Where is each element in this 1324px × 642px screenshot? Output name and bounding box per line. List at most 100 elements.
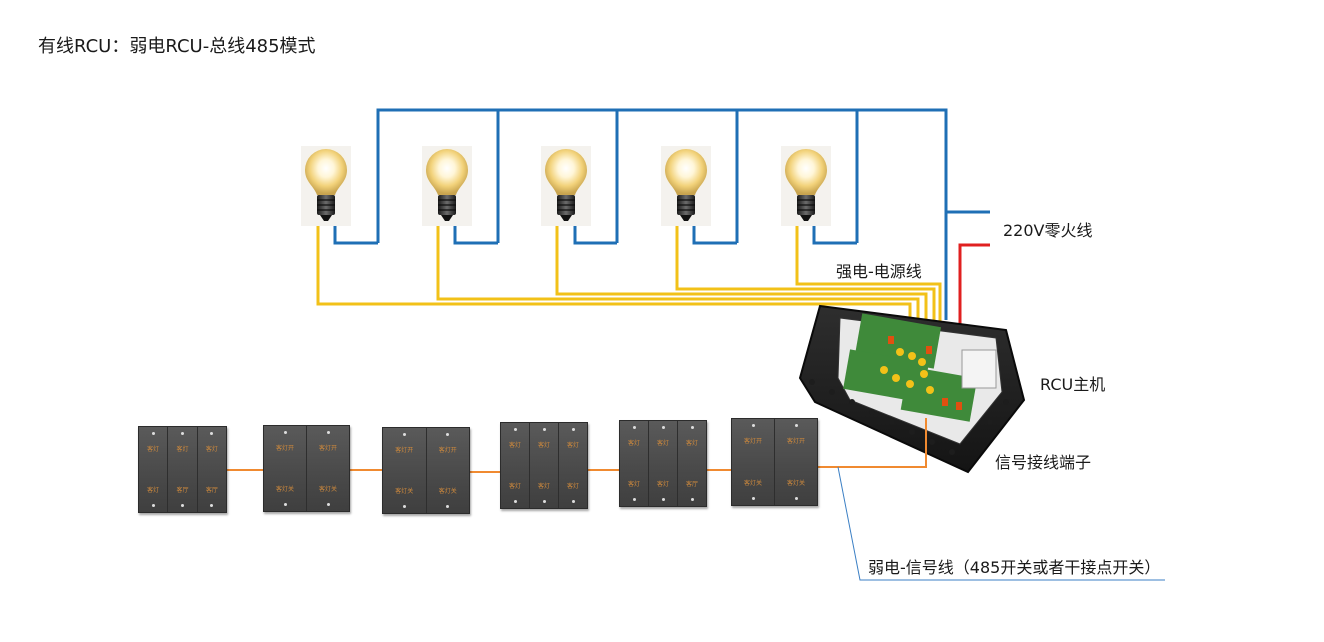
switch-panel: 客灯客灯客灯客灯客灯客灯 <box>500 422 588 509</box>
switch-key-bottom-label: 客厅 <box>205 487 218 494</box>
switch-key-top-label: 客灯 <box>537 442 550 449</box>
power-line-label: 220V零火线 <box>1003 221 1093 240</box>
indicator-dot <box>632 498 636 501</box>
switch-key[interactable]: 客灯客厅 <box>678 421 706 506</box>
indicator-dot <box>513 500 517 503</box>
switch-panel: 客灯开客灯关客灯开客灯关 <box>263 425 350 512</box>
switch-key[interactable]: 客灯客厅 <box>198 427 226 512</box>
indicator-dot <box>283 431 287 434</box>
switch-key-bottom-label: 客灯关 <box>395 488 414 495</box>
indicator-dot <box>210 504 214 507</box>
indicator-dot <box>751 424 755 427</box>
switch-key-bottom-label: 客灯 <box>508 483 521 490</box>
switch-key-top-label: 客灯开 <box>275 445 294 452</box>
indicator-dot <box>402 505 406 508</box>
switch-key-bottom-label: 客灯关 <box>275 486 294 493</box>
switch-key-top-label: 客灯开 <box>786 438 805 445</box>
switch-key[interactable]: 客灯客灯 <box>501 423 530 508</box>
indicator-dot <box>794 497 798 500</box>
switch-key-bottom-label: 客灯 <box>656 481 669 488</box>
indicator-dot <box>632 426 636 429</box>
switch-key-top-label: 客灯开 <box>318 445 337 452</box>
switch-panel: 客灯开客灯关客灯开客灯关 <box>382 427 470 514</box>
indicator-dot <box>751 497 755 500</box>
switch-key-top-label: 客灯 <box>176 446 189 453</box>
switch-key-bottom-label: 客厅 <box>176 487 189 494</box>
indicator-dot <box>661 498 665 501</box>
indicator-dot <box>542 428 546 431</box>
switch-key[interactable]: 客灯客灯 <box>620 421 649 506</box>
switch-key-top-label: 客灯 <box>205 446 218 453</box>
switch-key-bottom-label: 客灯关 <box>743 480 762 487</box>
indicator-dot <box>513 428 517 431</box>
switch-panel: 客灯客灯客灯客灯客灯客厅 <box>619 420 707 507</box>
switch-key-top-label: 客灯 <box>685 440 698 447</box>
indicator-dot <box>690 498 694 501</box>
blue-bus <box>376 108 948 320</box>
switch-key[interactable]: 客灯开客灯关 <box>732 419 775 505</box>
switch-key-top-label: 客灯开 <box>743 438 762 445</box>
light-bulb-icon <box>301 146 351 226</box>
light-bulb-icon <box>781 146 831 226</box>
weak-signal-label: 弱电-信号线（485开关或者干接点开关） <box>868 558 1161 577</box>
switch-key[interactable]: 客灯开客灯关 <box>775 419 817 505</box>
switch-key-bottom-label: 客灯 <box>627 481 640 488</box>
indicator-dot <box>690 426 694 429</box>
switch-key[interactable]: 客灯开客灯关 <box>264 426 307 511</box>
indicator-dot <box>210 432 214 435</box>
indicator-dot <box>402 433 406 436</box>
live-wire <box>958 243 990 338</box>
switch-key-bottom-label: 客灯关 <box>438 488 457 495</box>
indicator-dot <box>446 505 450 508</box>
switch-key-top-label: 客灯 <box>566 442 579 449</box>
light-bulb-icon <box>422 146 472 226</box>
switch-key-top-label: 客灯 <box>627 440 640 447</box>
switch-key[interactable]: 客灯客灯 <box>530 423 559 508</box>
switch-key[interactable]: 客灯开客灯关 <box>427 428 470 513</box>
strong-power-label: 强电-电源线 <box>836 262 922 281</box>
signal-wires <box>225 418 927 473</box>
switch-key-top-label: 客灯 <box>508 442 521 449</box>
indicator-dot <box>151 504 155 507</box>
switch-key-top-label: 客灯 <box>147 446 160 453</box>
weak-signal-callout <box>837 466 1165 581</box>
switch-key-top-label: 客灯开 <box>438 447 457 454</box>
neutral-wires <box>333 108 990 320</box>
switch-panel: 客灯客灯客灯客厅客灯客厅 <box>138 426 227 513</box>
switch-key-bottom-label: 客灯关 <box>318 486 337 493</box>
indicator-dot <box>326 503 330 506</box>
switch-panel: 客灯开客灯关客灯开客灯关 <box>731 418 818 506</box>
switch-key[interactable]: 客灯开客灯关 <box>383 428 427 513</box>
switch-key[interactable]: 客灯客灯 <box>649 421 678 506</box>
switch-key[interactable]: 客灯客厅 <box>168 427 198 512</box>
switch-key-bottom-label: 客灯关 <box>786 480 805 487</box>
indicator-dot <box>326 431 330 434</box>
switch-key-bottom-label: 客灯 <box>537 483 550 490</box>
switch-key-bottom-label: 客厅 <box>685 481 698 488</box>
indicator-dot <box>180 504 184 507</box>
indicator-dot <box>542 500 546 503</box>
switch-key[interactable]: 客灯开客灯关 <box>307 426 349 511</box>
rcu-host-label: RCU主机 <box>1040 375 1106 394</box>
page-title: 有线RCU：弱电RCU-总线485模式 <box>38 36 316 57</box>
switch-key[interactable]: 客灯客灯 <box>559 423 587 508</box>
switch-key-bottom-label: 客灯 <box>566 483 579 490</box>
indicator-dot <box>446 433 450 436</box>
switch-key-top-label: 客灯开 <box>395 447 414 454</box>
indicator-dot <box>180 432 184 435</box>
indicator-dot <box>571 500 575 503</box>
bulb-group <box>301 146 831 226</box>
signal-terminal-label: 信号接线端子 <box>995 453 1092 472</box>
switch-key-bottom-label: 客灯 <box>147 487 160 494</box>
indicator-dot <box>794 424 798 427</box>
light-bulb-icon <box>661 146 711 226</box>
switch-key-top-label: 客灯 <box>656 440 669 447</box>
switch-key[interactable]: 客灯客灯 <box>139 427 169 512</box>
indicator-dot <box>283 503 287 506</box>
indicator-dot <box>661 426 665 429</box>
rcu-host-box <box>798 304 1026 474</box>
indicator-dot <box>151 432 155 435</box>
indicator-dot <box>571 428 575 431</box>
light-bulb-icon <box>541 146 591 226</box>
